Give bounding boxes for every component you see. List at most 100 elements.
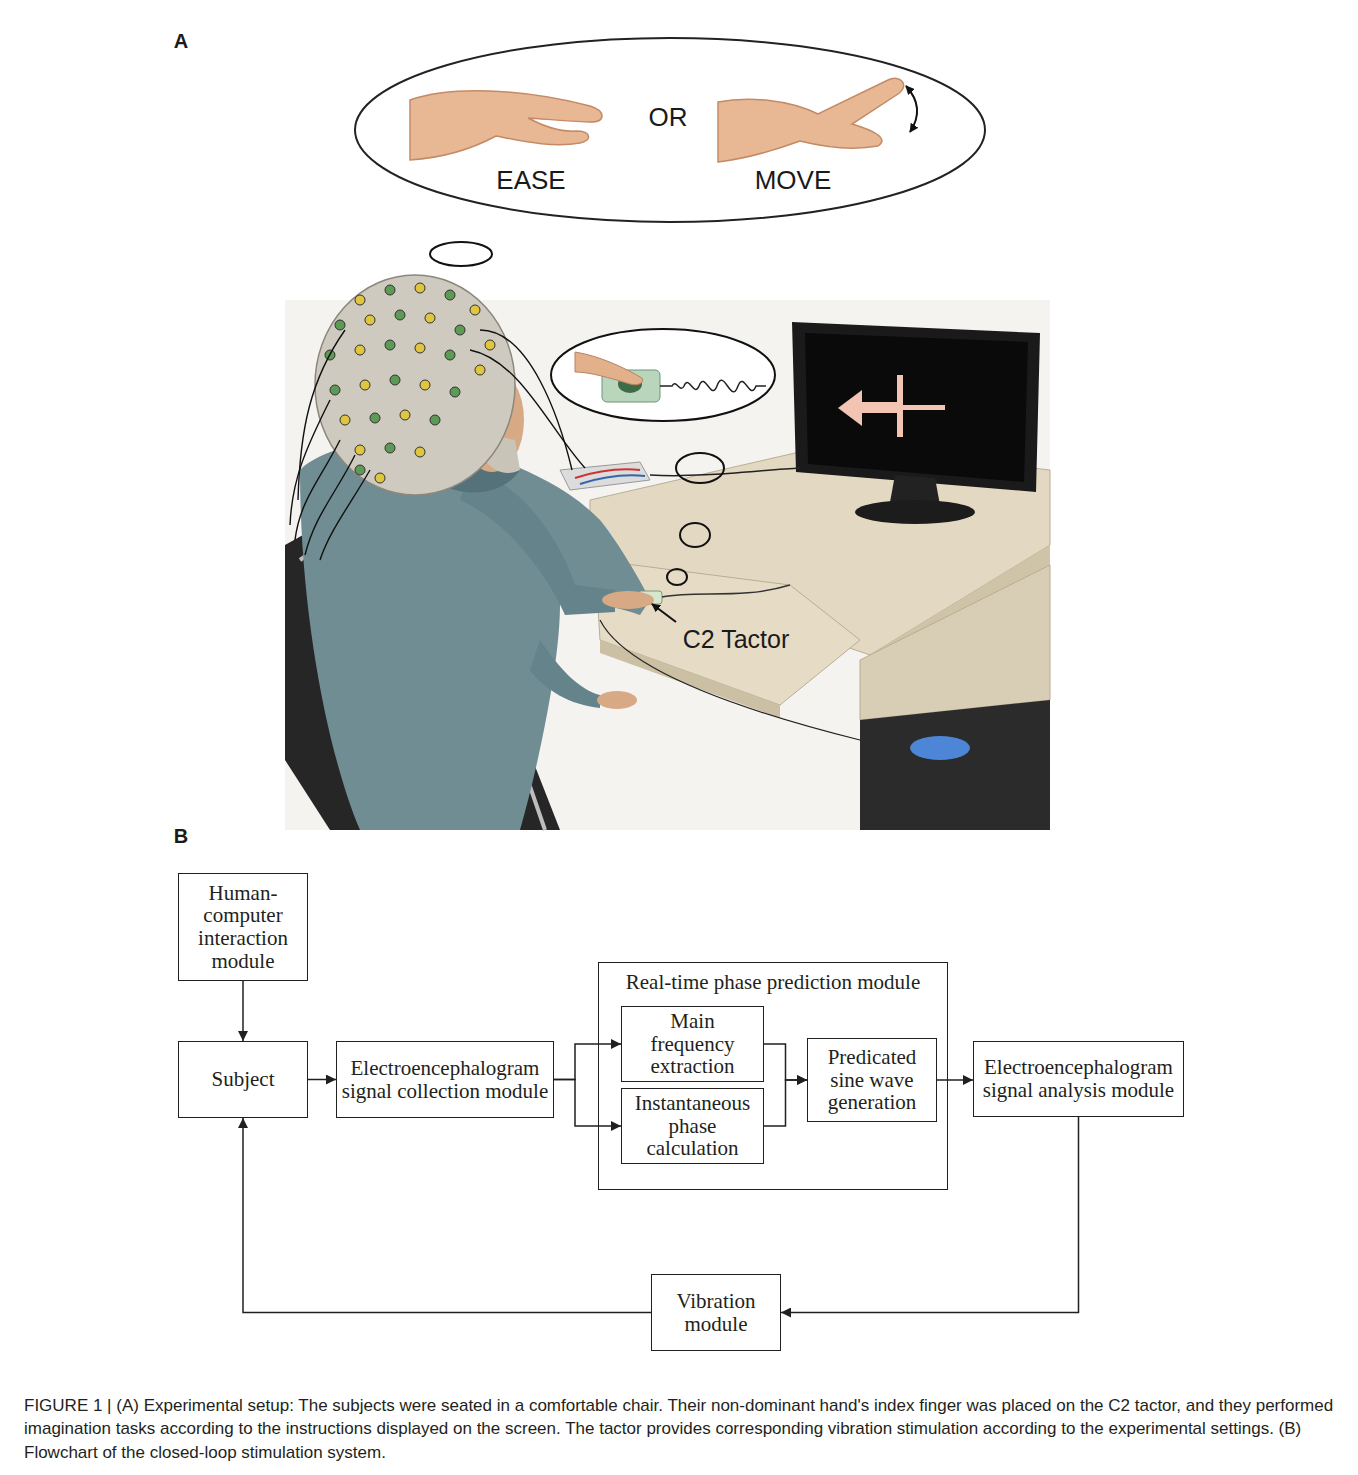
electrode bbox=[355, 465, 365, 475]
imagery-thought-bubble bbox=[355, 38, 985, 222]
chair bbox=[285, 520, 560, 830]
electrode-wires bbox=[290, 330, 585, 560]
flow-arrow bbox=[308, 1079, 336, 1081]
electrode bbox=[385, 285, 395, 295]
tactor-leader bbox=[652, 604, 676, 622]
box-label: Main frequency extraction bbox=[626, 1010, 759, 1078]
electrode bbox=[340, 283, 495, 483]
subject-person bbox=[530, 640, 600, 708]
tactor-inset bbox=[551, 329, 775, 585]
tactor-inset bbox=[602, 370, 660, 402]
process-box: Instantaneous phase calculation bbox=[621, 1088, 764, 1164]
box-label: Human-computer interaction module bbox=[183, 882, 303, 973]
photo-scene bbox=[568, 525, 612, 545]
electrode bbox=[385, 340, 395, 350]
electrode bbox=[450, 387, 460, 397]
electrode-wires bbox=[305, 455, 355, 555]
photo-scene bbox=[860, 565, 1050, 720]
photo-scene bbox=[910, 736, 970, 760]
tactor-inset bbox=[575, 352, 643, 385]
electrode bbox=[445, 350, 455, 360]
electrode bbox=[425, 313, 435, 323]
box-label: Subject bbox=[212, 1068, 275, 1091]
flow-arrow bbox=[554, 1044, 621, 1079]
electrode bbox=[370, 413, 380, 423]
chair bbox=[300, 535, 545, 830]
subject-person bbox=[300, 368, 790, 830]
task-label: MOVE bbox=[755, 166, 832, 195]
electrode bbox=[420, 380, 430, 390]
process-box: Vibration module bbox=[651, 1274, 781, 1351]
subject-person bbox=[638, 591, 662, 604]
process-box: Human-computer interaction module bbox=[178, 873, 308, 981]
subject-person bbox=[300, 440, 650, 830]
subject-person bbox=[460, 470, 615, 615]
thought-bubbles bbox=[430, 242, 492, 266]
box-label: Electroencephalogram signal analysis mod… bbox=[978, 1056, 1179, 1101]
electrode bbox=[430, 415, 440, 425]
process-box: Predicated sine wave generation bbox=[807, 1038, 937, 1122]
electrode bbox=[325, 350, 335, 360]
subject-person bbox=[662, 585, 790, 597]
electrode bbox=[355, 445, 365, 455]
process-box: Main frequency extraction bbox=[621, 1006, 764, 1082]
finger-motion-arrow bbox=[906, 86, 917, 132]
electrode bbox=[335, 320, 345, 330]
photo-scene bbox=[560, 462, 650, 490]
electrode bbox=[475, 365, 485, 375]
flow-arrow bbox=[243, 1118, 651, 1313]
photo-scene bbox=[285, 300, 1050, 830]
electrode bbox=[415, 283, 425, 293]
box-label: Predicated sine wave generation bbox=[812, 1046, 932, 1114]
process-box: Electroencephalogram signal analysis mod… bbox=[973, 1041, 1184, 1117]
electrode bbox=[375, 473, 385, 483]
tactor-inset bbox=[667, 569, 687, 585]
electrode bbox=[415, 447, 425, 457]
electrode bbox=[360, 380, 370, 390]
process-box: Electroencephalogram signal collection m… bbox=[336, 1041, 554, 1118]
electrode-wires bbox=[290, 400, 330, 525]
photo-scene bbox=[805, 333, 1028, 482]
electrode bbox=[415, 343, 425, 353]
group-heading: Real-time phase prediction module bbox=[605, 971, 941, 994]
subject-person bbox=[470, 430, 520, 473]
flow-arrow bbox=[937, 1079, 973, 1081]
task-label: EASE bbox=[496, 166, 565, 195]
subject-person bbox=[460, 368, 524, 472]
figure-caption: FIGURE 1 | (A) Experimental setup: The s… bbox=[24, 1394, 1336, 1464]
device-callout: C2 Tactor bbox=[683, 626, 790, 654]
electrode bbox=[340, 415, 350, 425]
relaxed-hand bbox=[410, 91, 602, 160]
electrode-wires bbox=[295, 440, 340, 540]
tactor-inset bbox=[618, 375, 642, 393]
eeg-cap bbox=[290, 275, 585, 560]
photo-scene bbox=[855, 500, 975, 524]
photo-scene bbox=[600, 620, 860, 740]
electrode bbox=[400, 410, 410, 420]
photo-scene bbox=[575, 469, 640, 478]
flow-arrow bbox=[764, 1044, 807, 1080]
subject-person bbox=[420, 450, 520, 493]
chair bbox=[285, 520, 560, 830]
electrode-wires bbox=[470, 350, 585, 468]
flow-arrow bbox=[781, 1117, 1079, 1313]
electrode bbox=[485, 340, 495, 350]
module-group-box: Real-time phase prediction moduleMain fr… bbox=[598, 962, 948, 1190]
panel-letter: B bbox=[174, 825, 188, 847]
box-label: Instantaneous phase calculation bbox=[626, 1092, 759, 1160]
photo-scene bbox=[838, 390, 862, 426]
photo-scene bbox=[792, 322, 1040, 492]
electrode bbox=[390, 375, 400, 385]
photo-scene bbox=[595, 560, 860, 705]
flow-arrow bbox=[554, 1080, 621, 1127]
panel-letter: A bbox=[174, 30, 188, 52]
thought-bubbles bbox=[415, 278, 441, 298]
photo-scene bbox=[880, 405, 945, 410]
electrode-wires bbox=[480, 330, 572, 470]
moving-hand bbox=[718, 78, 904, 162]
electrode-wires bbox=[320, 470, 370, 560]
electrode bbox=[325, 285, 465, 475]
